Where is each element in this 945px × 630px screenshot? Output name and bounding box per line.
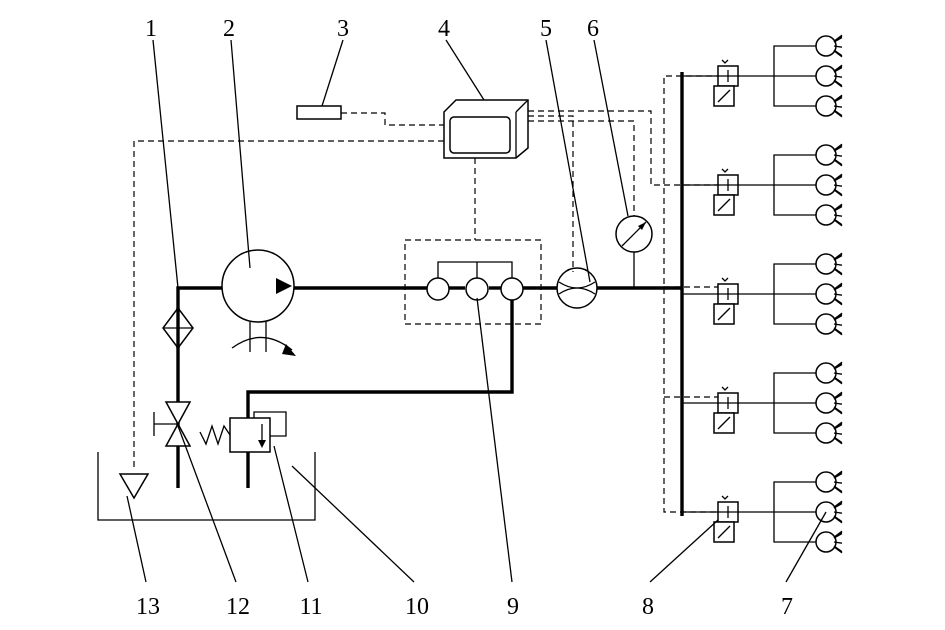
spray-branch [682, 361, 843, 445]
filter [162, 306, 194, 350]
label-9: 9 [507, 594, 519, 620]
label-8: 8 [642, 594, 654, 620]
signal-controller-return [133, 140, 444, 470]
signal-controller-flowmeter [528, 115, 574, 272]
label-10: 10 [405, 594, 429, 620]
signal-controller-valves [528, 110, 722, 186]
spray-nozzle [815, 173, 843, 197]
spray-nozzle [815, 252, 843, 276]
label-12: 12 [226, 594, 250, 620]
label-11: 11 [299, 594, 322, 620]
spray-nozzle [815, 391, 843, 415]
pressure-gauge [615, 215, 653, 288]
sensor-block [426, 261, 524, 301]
spray-nozzle [815, 470, 843, 494]
solenoid-valve [713, 495, 739, 543]
spray-nozzle [815, 143, 843, 167]
label-2: 2 [223, 16, 235, 42]
spray-nozzle [815, 34, 843, 58]
signal-controller-gauge [528, 120, 635, 216]
label-5: 5 [540, 16, 552, 42]
spray-nozzle [815, 94, 843, 118]
pump [221, 249, 296, 356]
leader-lines [126, 39, 827, 583]
spray-nozzle [815, 530, 843, 554]
spray-branch [682, 252, 843, 336]
solenoid-valve [713, 386, 739, 434]
spray-nozzle [815, 203, 843, 227]
drain-return [118, 473, 150, 500]
spray-nozzle [815, 421, 843, 445]
signal-sensor-controller [341, 112, 444, 126]
shutoff-valve [153, 401, 192, 447]
label-13: 13 [136, 594, 160, 620]
tank [97, 452, 316, 521]
spray-nozzle [815, 312, 843, 336]
spray-branch [682, 143, 843, 227]
speed-sensor [296, 105, 342, 120]
flow-meter [556, 267, 598, 309]
spray-branch [682, 470, 843, 554]
label-3: 3 [337, 16, 349, 42]
label-1: 1 [145, 16, 157, 42]
label-4: 4 [438, 16, 450, 42]
spray-nozzle [815, 361, 843, 385]
spray-nozzle [815, 64, 843, 88]
label-7: 7 [781, 594, 793, 620]
spray-branch [682, 34, 843, 118]
solenoid-valve [713, 168, 739, 216]
relief-valve [199, 411, 287, 488]
spray-nozzle [815, 282, 843, 306]
solenoid-valve [713, 59, 739, 107]
spray-branches [682, 34, 843, 554]
solenoid-valve [713, 277, 739, 325]
label-6: 6 [587, 16, 599, 42]
spray-nozzle [815, 500, 843, 524]
return-line [246, 300, 514, 420]
controller [443, 99, 529, 159]
